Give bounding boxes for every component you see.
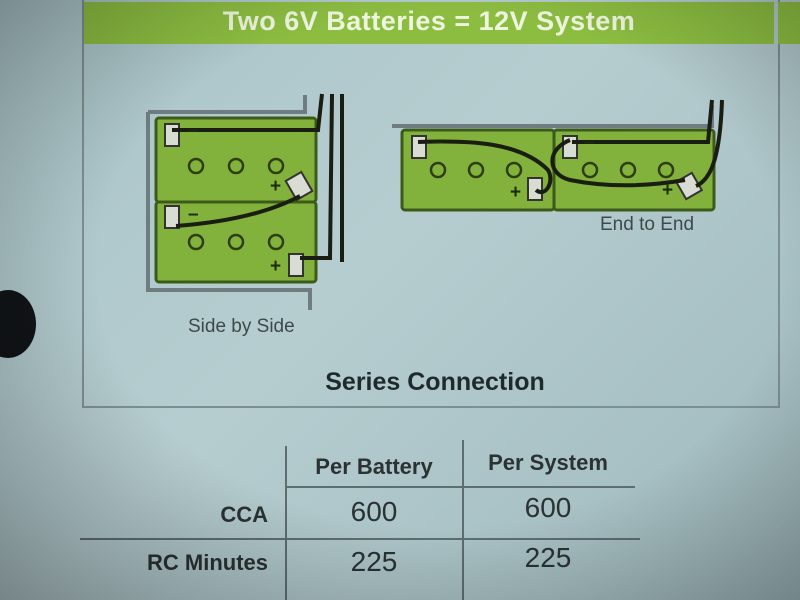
row-header-cca: CCA	[220, 502, 268, 527]
side-by-side-diagram	[146, 93, 344, 310]
column-header-per-system: Per System	[488, 450, 608, 475]
side-by-side-caption: Side by Side	[188, 316, 295, 337]
cca-per-system-value: 600	[524, 492, 572, 523]
plus-label: +	[662, 180, 674, 201]
header-title: Two 6V Batteries = 12V System	[222, 6, 636, 36]
battery-bottom	[154, 200, 318, 284]
minus-label: –	[188, 204, 199, 225]
column-header-per-battery: Per Battery	[315, 454, 433, 479]
cca-per-battery-value: 600	[350, 496, 398, 527]
series-connection-title: Series Connection	[325, 368, 545, 396]
table-divider	[462, 440, 464, 600]
row-header-rc-minutes: RC Minutes	[147, 550, 268, 575]
minus-label: –	[188, 120, 199, 141]
table-divider	[80, 538, 640, 540]
table-divider	[285, 486, 635, 488]
table-divider	[285, 446, 287, 600]
panel-divider	[778, 44, 780, 408]
plus-label: +	[510, 182, 522, 203]
end-to-end-diagram	[392, 99, 724, 212]
rc-per-system-value: 225	[524, 542, 572, 573]
header-bar-right	[778, 2, 800, 44]
minus-label: –	[432, 132, 443, 153]
plus-label: +	[270, 176, 282, 197]
plus-label: +	[270, 256, 282, 277]
header-bar	[84, 2, 774, 44]
end-to-end-caption: End to End	[600, 214, 695, 235]
rc-per-battery-value: 225	[350, 546, 398, 577]
minus-label: –	[584, 132, 595, 153]
